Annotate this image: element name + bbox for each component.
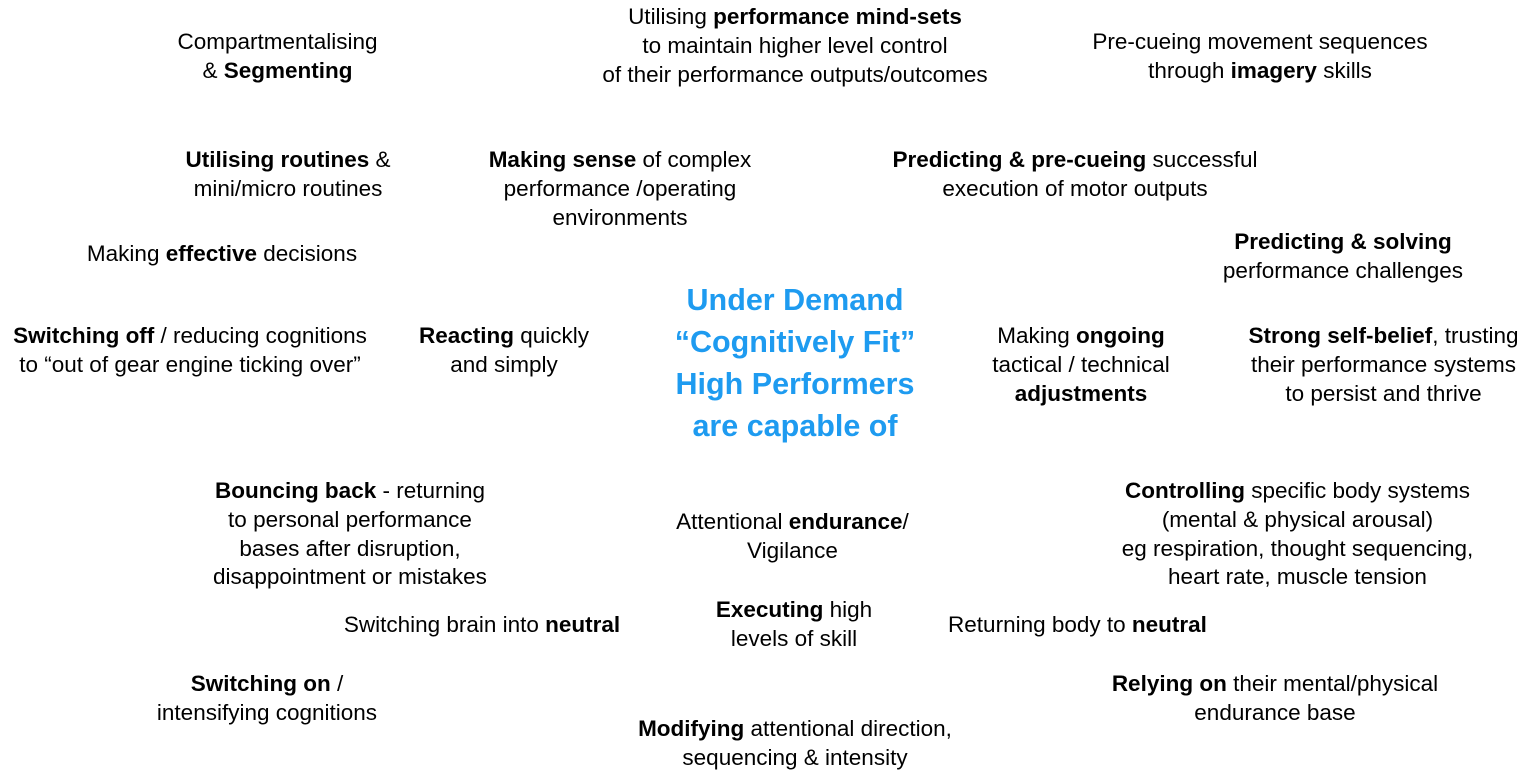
node-bouncing-back: Bouncing back - returning to personal per… — [135, 477, 565, 592]
node-controlling-body-systems: Controlling specific body systems (mental… — [1060, 477, 1535, 592]
node-line: disappointment or mistakes — [213, 564, 487, 590]
node-making-ongoing-adjustments: Making ongoing tactical / technical adjust… — [975, 322, 1187, 408]
node-line: Controlling specific body systems — [1124, 478, 1471, 503]
node-line: Predicting & solving — [1234, 229, 1452, 254]
node-returning-body-neutral: Returning body to neutral — [930, 611, 1225, 640]
node-line: Switching on / — [190, 671, 344, 696]
node-line: eg respiration, thought sequencing, — [1121, 535, 1474, 561]
node-line: performance /operating — [503, 175, 737, 201]
node-line: Switching brain into neutral — [343, 612, 621, 637]
node-line: mini/micro routines — [193, 175, 383, 201]
node-reacting-quickly: Reacting quickly and simply — [408, 322, 600, 380]
center-title-line: “Cognitively Fit” — [674, 325, 916, 360]
node-performance-mind-sets: Utilising performance mind-sets to mainta… — [585, 3, 1005, 89]
node-modifying-attentional-direction: Modifying attentional direction, sequenci… — [580, 715, 1010, 773]
node-line: Making effective decisions — [86, 241, 358, 266]
node-line: endurance base — [1194, 699, 1356, 725]
node-line: (mental & physical arousal) — [1161, 506, 1434, 532]
node-line: intensifying cognitions — [156, 699, 378, 725]
node-line: to “out of gear engine ticking over” — [19, 351, 361, 377]
node-compartmentalising: Compartmentalising & Segmenting — [110, 28, 445, 86]
node-line: Predicting & pre-cueing successful — [892, 147, 1258, 172]
node-line: heart rate, muscle tension — [1168, 564, 1427, 590]
node-line: Making sense of complex — [488, 147, 752, 172]
node-line: Modifying attentional direction, — [638, 716, 952, 741]
node-switching-on: Switching on / intensifying cognitions — [112, 670, 422, 728]
node-predicting-solving: Predicting & solving performance challeng… — [1153, 228, 1533, 286]
node-line: levels of skill — [730, 625, 858, 651]
node-line: Pre-cueing movement sequences — [1092, 29, 1428, 54]
node-switching-off: Switching off / reducing cognitions to “o… — [0, 322, 380, 380]
node-line: Making ongoing — [997, 323, 1165, 348]
node-line: Attentional endurance/ — [676, 509, 909, 534]
node-line: Utilising routines & — [185, 147, 391, 172]
node-line: to personal performance — [228, 506, 472, 532]
center-title: Under Demand “Cognitively Fit” High Perfor… — [600, 279, 990, 447]
node-line: environments — [552, 204, 688, 230]
node-line: Vigilance — [747, 537, 838, 563]
node-pre-cueing-imagery: Pre-cueing movement sequences through ima… — [1070, 28, 1450, 86]
node-relying-on-endurance-base: Relying on their mental/physical enduranc… — [1060, 670, 1490, 728]
node-line: to maintain higher level control — [642, 32, 948, 58]
node-line: bases after disruption, — [239, 535, 461, 561]
center-title-line: High Performers — [675, 367, 915, 402]
node-line: Returning body to neutral — [948, 612, 1207, 637]
node-line: Switching off / reducing cognitions — [13, 323, 367, 348]
node-strong-self-belief: Strong self-belief, trusting their perfor… — [1232, 322, 1535, 408]
node-making-sense: Making sense of complex performance /oper… — [455, 146, 785, 232]
node-line: execution of motor outputs — [942, 175, 1208, 201]
node-line: through imagery skills — [1148, 57, 1372, 83]
node-line: Reacting quickly — [418, 323, 590, 348]
node-predicting-pre-cueing: Predicting & pre-cueing successful execut… — [860, 146, 1290, 204]
node-line: tactical / technical — [992, 351, 1170, 377]
node-line: performance challenges — [1222, 257, 1464, 283]
node-line: sequencing & intensity — [682, 744, 908, 770]
node-line: and simply — [450, 351, 558, 377]
node-switching-brain-neutral: Switching brain into neutral — [312, 611, 652, 640]
node-line: Bouncing back - returning — [214, 478, 486, 503]
node-utilising-routines: Utilising routines & mini/micro routines — [128, 146, 448, 204]
node-line: Strong self-belief, trusting — [1248, 323, 1519, 348]
node-attentional-endurance: Attentional endurance/Vigilance — [660, 508, 925, 566]
node-line: Compartmentalising — [177, 29, 378, 54]
node-line: of their performance outputs/outcomes — [602, 61, 988, 87]
node-line: to persist and thrive — [1285, 380, 1482, 406]
node-line: their performance systems — [1250, 351, 1517, 377]
node-line: Relying on their mental/physical — [1111, 671, 1439, 696]
center-title-line: Under Demand — [686, 283, 904, 317]
node-line: Utilising performance mind-sets — [628, 4, 962, 29]
node-line: & Segmenting — [202, 57, 353, 83]
node-line: adjustments — [1014, 380, 1148, 406]
node-making-effective-decisions: Making effective decisions — [42, 240, 402, 269]
node-executing-high-levels: Executing high levels of skill — [690, 596, 898, 654]
center-title-line: are capable of — [692, 409, 898, 444]
node-line: Executing high — [715, 597, 873, 622]
